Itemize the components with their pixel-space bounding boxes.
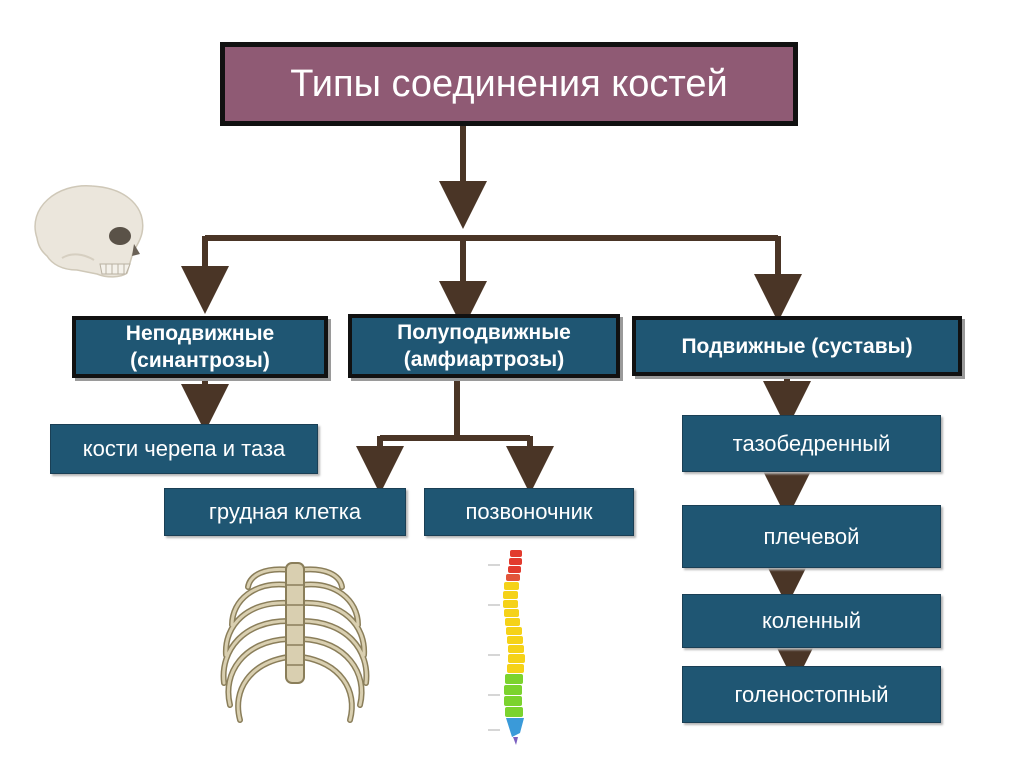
example-spine: позвоночник (424, 488, 634, 536)
example-ribcage: грудная клетка (164, 488, 406, 536)
type-movable: Подвижные (суставы) (632, 316, 962, 376)
ribcage-icon (220, 562, 370, 723)
example-knee: коленный (682, 594, 941, 648)
example-ankle: голеностопный (682, 666, 941, 723)
example-hip: тазобедренный (682, 415, 941, 472)
type-immovable-line2: (синантрозы) (130, 349, 270, 372)
example-skull-pelvis: кости черепа и таза (50, 424, 318, 474)
example-shoulder: плечевой (682, 505, 941, 568)
type-movable-label: Подвижные (суставы) (681, 334, 913, 358)
diagram-title: Типы соединения костей (220, 42, 798, 126)
type-immovable: Неподвижные (синантрозы) (72, 316, 328, 378)
type-immovable-line1: Неподвижные (125, 322, 275, 345)
type-semimovable: Полуподвижные (амфиартрозы) (348, 314, 620, 378)
type-semimovable-line1: Полуподвижные (397, 321, 571, 344)
skull-icon (34, 185, 144, 278)
spine-icon (488, 550, 525, 745)
type-semimovable-line2: (амфиартрозы) (403, 348, 565, 371)
